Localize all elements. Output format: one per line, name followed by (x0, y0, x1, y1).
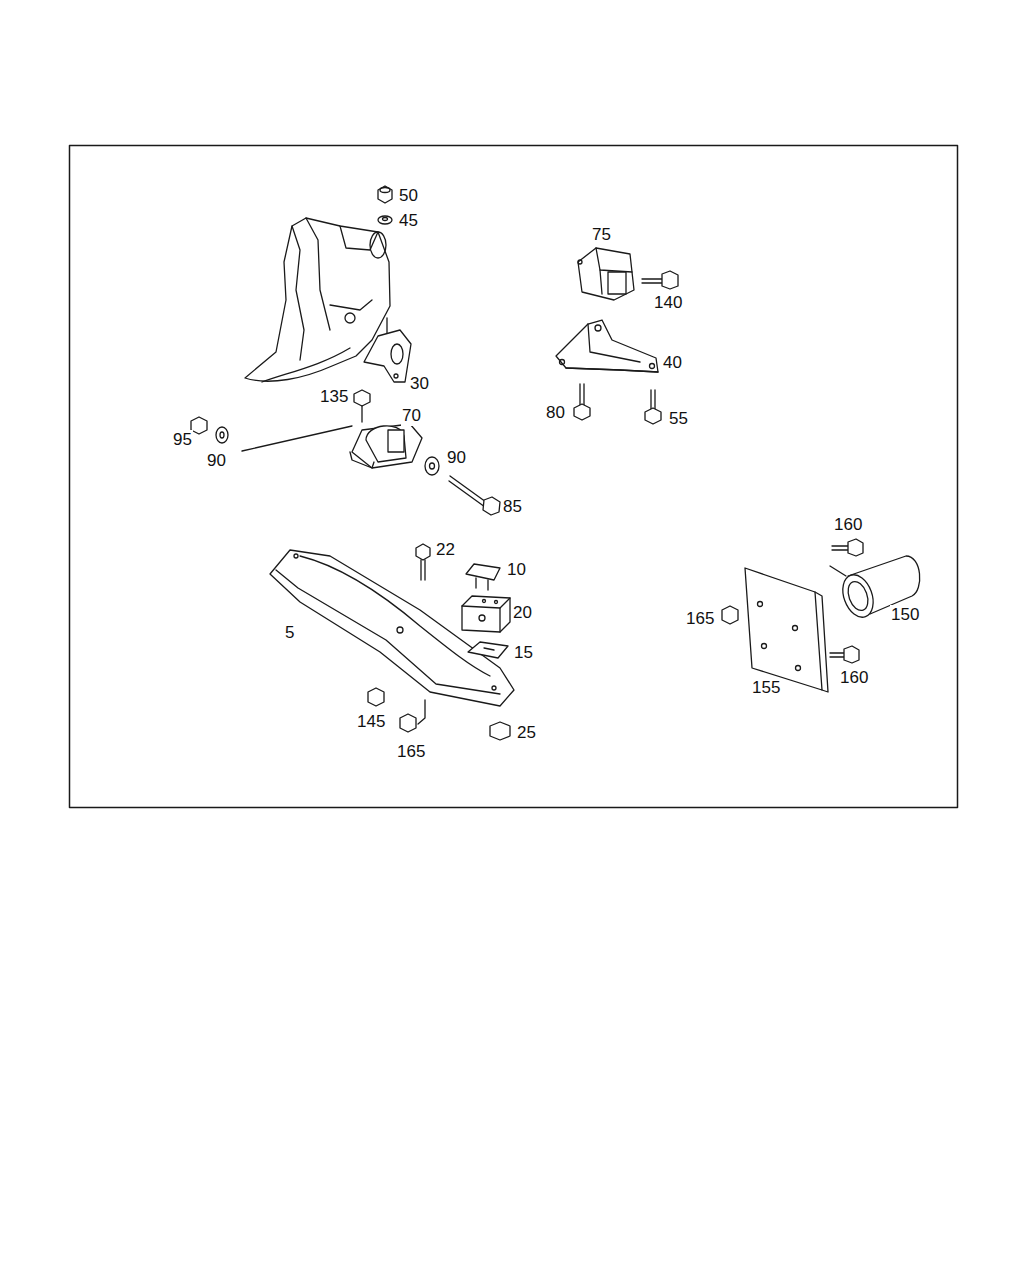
crossmember (270, 550, 514, 706)
washer (425, 457, 439, 475)
callout-number: 45 (398, 211, 419, 231)
nut (400, 714, 416, 732)
nut (490, 722, 510, 740)
bolt (645, 390, 661, 424)
callout-number: 10 (506, 560, 527, 580)
bolt (449, 476, 500, 515)
bolt (574, 384, 590, 420)
callout-number: 55 (668, 409, 689, 429)
leader-line (830, 566, 846, 576)
callout-number: 135 (319, 387, 349, 407)
callout-number: 150 (890, 605, 920, 625)
nut (368, 688, 384, 706)
clip (466, 564, 500, 590)
plate (745, 568, 828, 692)
frame (70, 146, 958, 808)
engine-mount (350, 424, 422, 468)
callout-number: 50 (398, 186, 419, 206)
washer (216, 427, 228, 443)
engine-bracket (364, 318, 411, 382)
callout-number: 165 (685, 609, 715, 629)
nut (378, 186, 392, 203)
callout-number: 85 (502, 497, 523, 517)
callout-number: 155 (751, 678, 781, 698)
nut (722, 606, 738, 624)
bolt (416, 544, 430, 580)
transmission-bracket (556, 320, 658, 372)
callout-number: 22 (435, 540, 456, 560)
callout-number: 145 (356, 712, 386, 732)
callout-number: 75 (591, 225, 612, 245)
callout-number: 160 (833, 515, 863, 535)
callout-number: 20 (512, 603, 533, 623)
bolt (830, 646, 859, 663)
leader-line (242, 426, 352, 451)
callout-number: 5 (284, 623, 295, 643)
callout-number: 30 (409, 374, 430, 394)
transmission-mount (578, 248, 634, 300)
callout-number: 70 (401, 406, 422, 426)
clip (468, 642, 508, 658)
callout-number: 165 (396, 742, 426, 762)
nut (191, 417, 207, 434)
callout-number: 25 (516, 723, 537, 743)
bolt (642, 271, 678, 289)
callout-number: 95 (172, 430, 193, 450)
washer (378, 216, 392, 224)
callout-number: 15 (513, 643, 534, 663)
bolt (832, 539, 863, 556)
callout-number: 80 (545, 403, 566, 423)
leader-line (418, 700, 425, 724)
callout-number: 140 (653, 293, 683, 313)
callout-number: 40 (662, 353, 683, 373)
bolt (354, 390, 370, 422)
callout-number: 160 (839, 668, 869, 688)
rubber-block (462, 596, 510, 632)
callout-number: 90 (446, 448, 467, 468)
callout-number: 90 (206, 451, 227, 471)
